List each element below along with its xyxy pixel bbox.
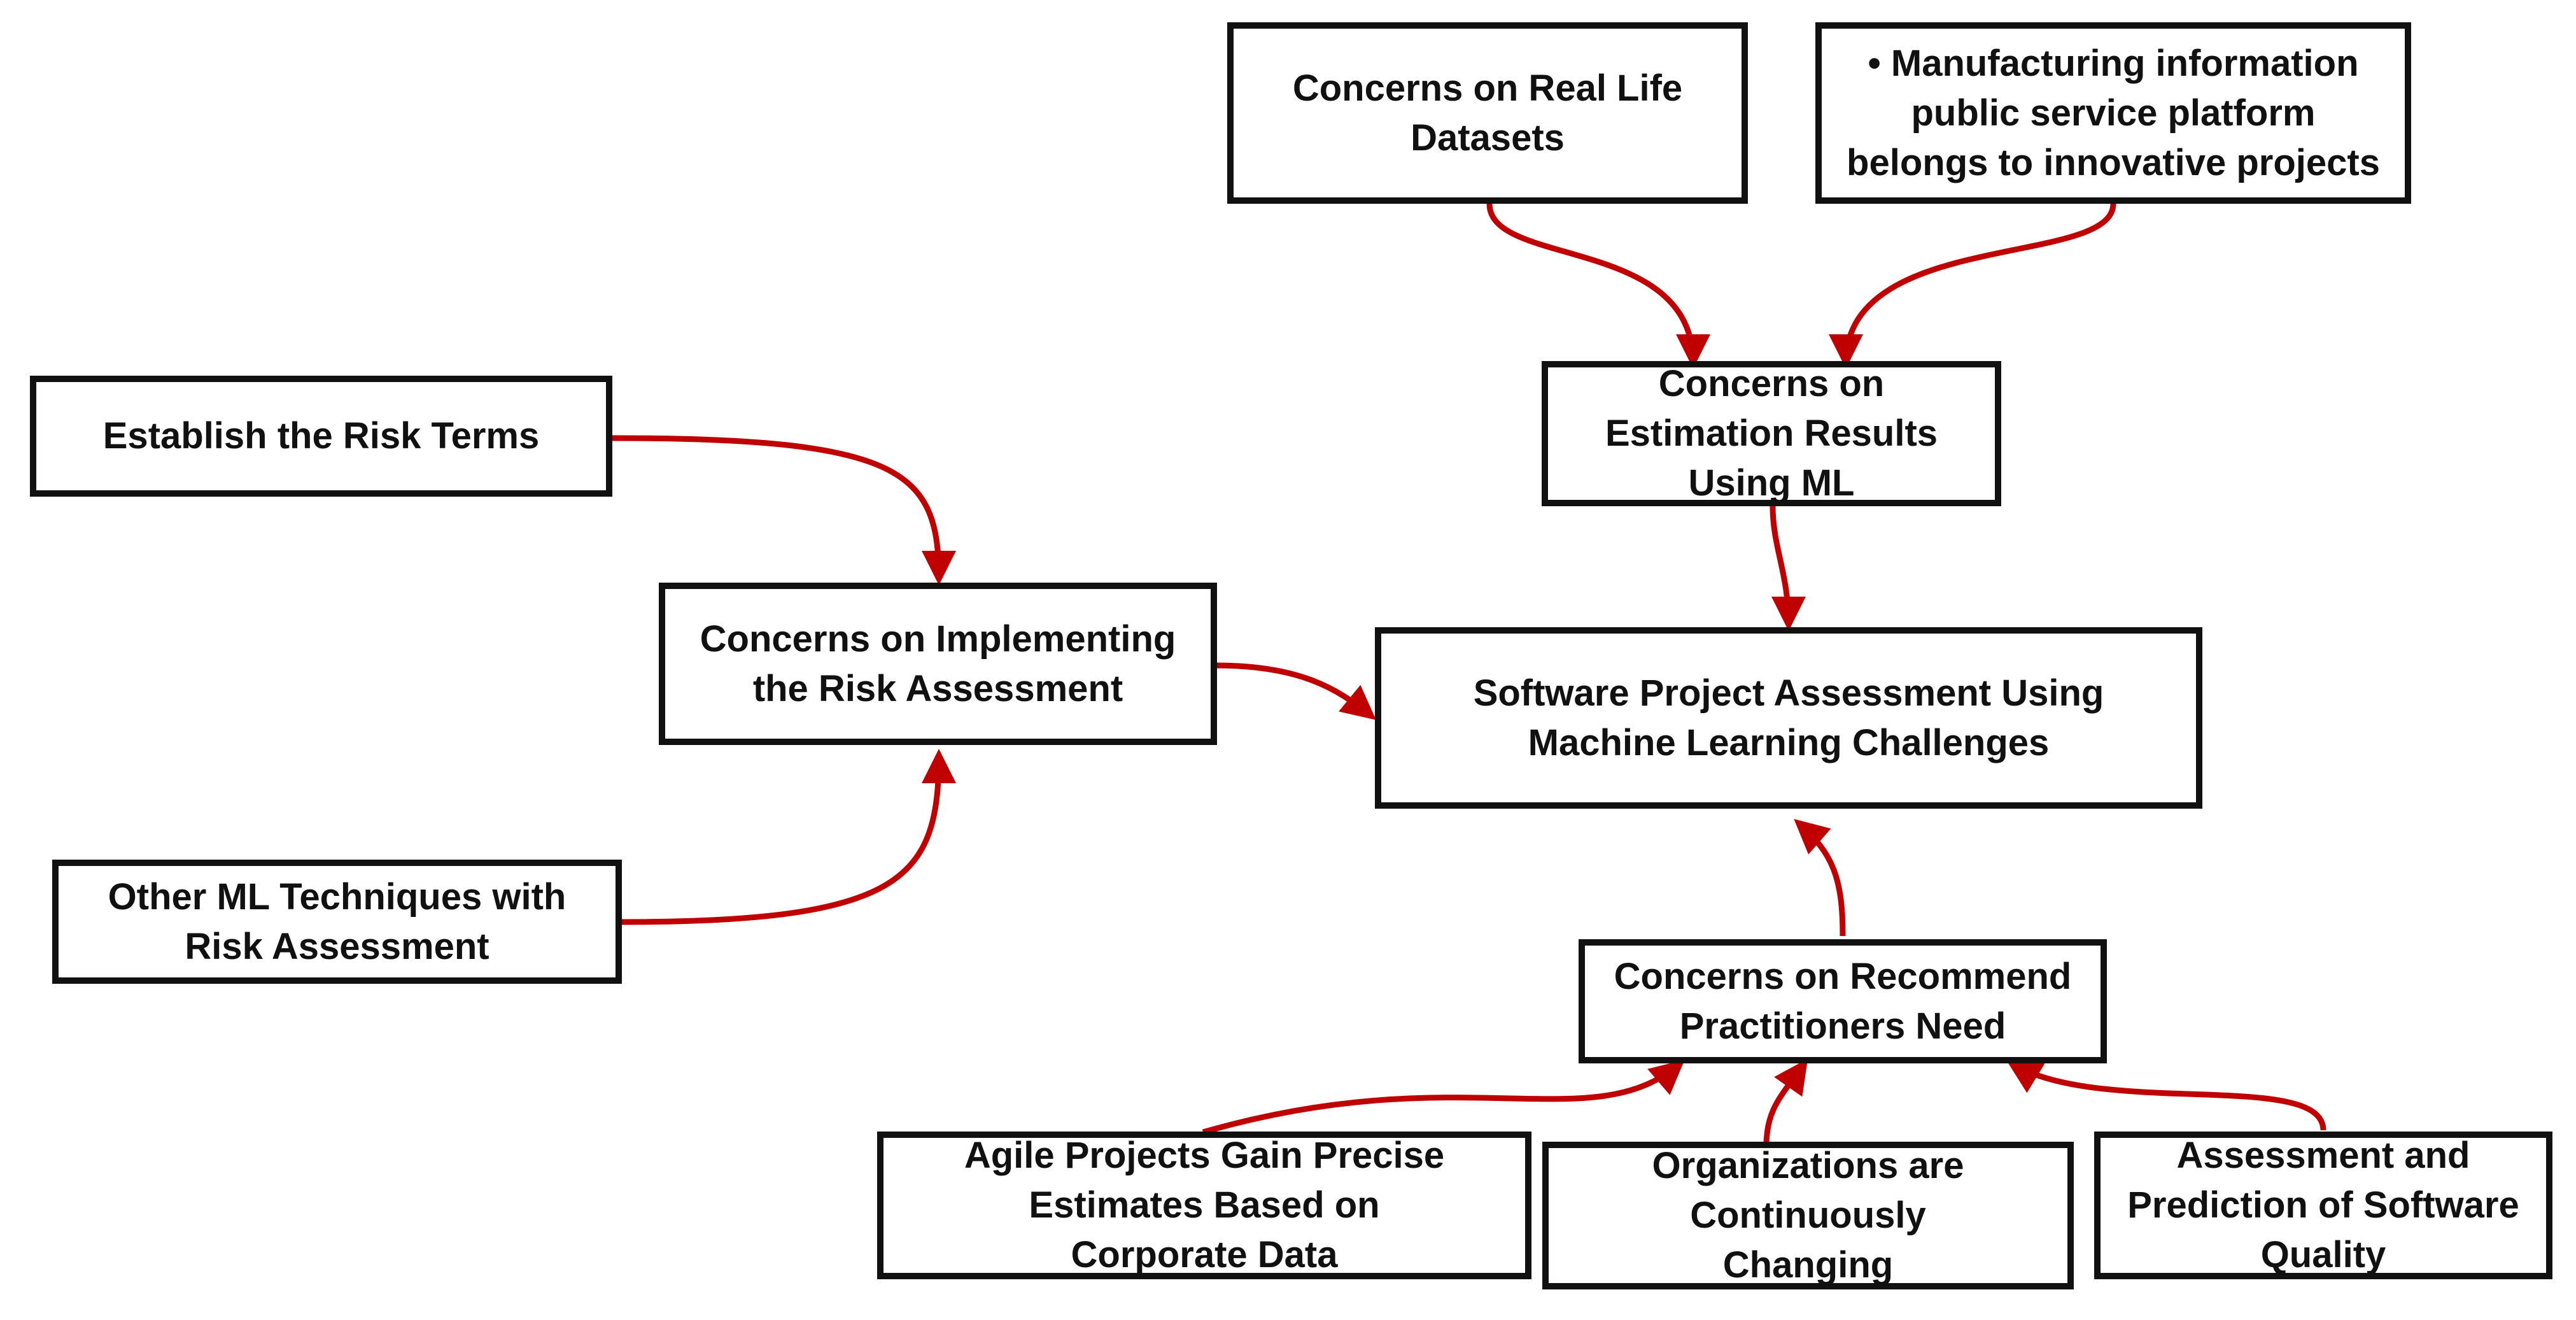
arrow-real-life-to-estimation [1486,203,1710,369]
concerns-estimation-results-box: Concerns on Estimation Results Using ML [1542,361,2001,506]
arrow-agile-to-recommend [1202,1060,1685,1135]
agile-projects-box: Agile Projects Gain Precise Estimates Ba… [877,1132,1531,1279]
arrow-estimation-to-central [1770,506,1806,631]
arrow-organizations-to-recommend [1763,1058,1808,1147]
manufacturing-platform-box: • Manufacturing information public servi… [1815,22,2411,204]
arrow-risk-terms-to-implementing [610,435,956,585]
central-challenges-box: Software Project Assessment Using Machin… [1375,627,2202,809]
organizations-changing-box: Organizations are Continuously Changing [1542,1142,2074,1289]
arrow-quality-to-recommend [2006,1060,2326,1131]
arrow-other-ml-to-implementing [620,749,956,925]
establish-risk-terms-box: Establish the Risk Terms [30,376,612,497]
arrow-manufacturing-to-estimation [1829,203,2116,369]
assessment-software-quality-box: Assessment and Prediction of Software Qu… [2094,1132,2552,1279]
arrow-implementing-to-central [1215,662,1376,720]
arrow-recommend-to-central [1794,819,1846,937]
concerns-recommend-practitioners-box: Concerns on Recommend Practitioners Need [1579,939,2107,1063]
concerns-real-life-datasets-box: Concerns on Real Life Datasets [1227,22,1748,204]
other-ml-techniques-box: Other ML Techniques with Risk Assessment [52,860,622,984]
concerns-implementing-risk-box: Concerns on Implementing the Risk Assess… [659,583,1217,745]
